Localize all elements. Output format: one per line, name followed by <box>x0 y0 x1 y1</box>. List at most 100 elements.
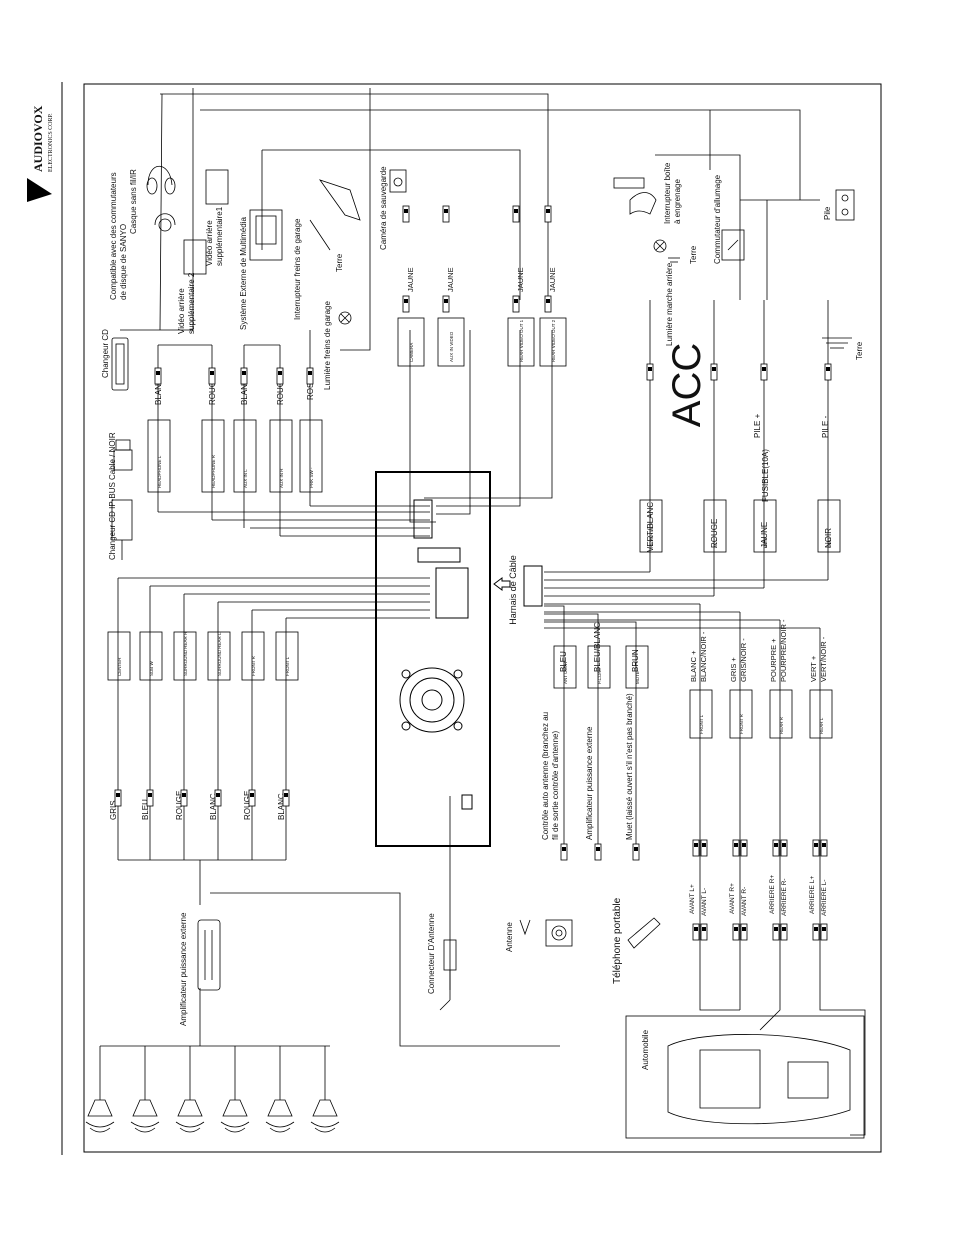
parking-brake-icon <box>309 179 361 251</box>
preout-box-label: FRONT R <box>251 655 256 676</box>
top-connector-box <box>147 419 171 493</box>
power-wire-label: VERT/BLANC <box>646 502 655 552</box>
top-connector-wire: BLANC <box>240 378 249 405</box>
video-connector-plug <box>544 205 552 223</box>
ground-icon <box>668 257 680 263</box>
power-connector-box-label: BATT <box>763 537 768 548</box>
preout-plug <box>248 789 256 807</box>
speaker-plug-tip <box>694 927 698 931</box>
preout-plug <box>282 789 290 807</box>
multimedia-system-icon <box>249 209 283 261</box>
preout-wire-label: ROUGE <box>175 791 184 820</box>
speaker-plug <box>780 839 788 857</box>
speaker-plug <box>732 839 740 857</box>
speaker-plug-tip <box>742 843 746 847</box>
aux-output-wire-label: BLEU/BLANC <box>593 622 602 672</box>
ignition-label: Commutateur d'allumage <box>713 174 722 264</box>
speaker-plug-tip <box>742 927 746 931</box>
battery-minus-label: PILE - <box>821 415 830 438</box>
reverse-light-icon <box>653 239 667 253</box>
aux-output-plug <box>594 843 602 861</box>
brand-sub: ELECTRONICS CORP. <box>48 113 54 172</box>
speaker-box <box>689 689 713 739</box>
preout-plug-tip <box>250 793 254 797</box>
speaker-box <box>809 689 833 739</box>
head-unit <box>375 471 491 847</box>
aux-output-plug-tip <box>634 847 638 851</box>
car-icon <box>625 1015 865 1139</box>
power-wire-plug <box>646 363 654 381</box>
preout-wire-label: BLANC <box>277 793 286 820</box>
amp-ext-label: Amplificateur puissance externe <box>585 726 594 840</box>
sanyo-compat-label: Compatible avec des commutateurs <box>109 172 118 300</box>
wireless-headset-label: Casque sans fil/IR <box>129 169 138 234</box>
power-connector-box-label: ACC <box>713 538 718 548</box>
rear-video2-label: Vidéo arrière <box>177 288 186 334</box>
speaker-plug <box>740 839 748 857</box>
preout-plug-tip <box>148 793 152 797</box>
top-connector-plug <box>208 367 216 385</box>
speaker-wire-minus-label: GRIS/NOIR - <box>739 638 748 682</box>
video-connector-box-label: AUX IN VIDEO <box>449 331 454 362</box>
top-connector-box <box>299 419 323 493</box>
speaker-plug-tip <box>814 843 818 847</box>
speaker-plug <box>820 839 828 857</box>
cable-harness-label: Harnais de Câble <box>508 555 518 625</box>
reverse-switch-label: à engrenage <box>673 179 682 224</box>
speaker-terminal-minus-label: AVANT R- <box>741 887 748 916</box>
top-connector-box-label: PRK SW - <box>309 467 314 488</box>
top-connector-box-label: AUX IN L <box>243 469 248 488</box>
antenna-control-label: fil de sortie contrôle d'antenne) <box>551 731 560 840</box>
speaker-plug <box>772 839 780 857</box>
speaker-plug-tip <box>782 843 786 847</box>
video-connector-plug <box>544 295 552 313</box>
speaker-box <box>769 689 793 739</box>
power-wire-plug-tip <box>712 367 716 371</box>
multimedia-label: Système Externe de Multimédia <box>239 217 248 330</box>
preout-wire-label: ROUGE <box>243 791 252 820</box>
preout-wire-label: GRIS <box>109 800 118 820</box>
video-connector-box-label: REAR VIDEO OUT 2 <box>551 319 556 362</box>
brand-logo: AUDIOVOX ELECTRONICS CORP. <box>27 82 63 1155</box>
power-wire-plug-tip <box>762 367 766 371</box>
preout-plug <box>114 789 122 807</box>
preout-box <box>207 631 231 681</box>
video-connector-plug-tip <box>444 299 448 303</box>
aux-output-box <box>625 645 649 689</box>
preout-box-label: FRONT L <box>285 656 290 676</box>
speaker-plug-tip <box>822 927 826 931</box>
speaker-plug <box>812 839 820 857</box>
power-wire-label: NOIR <box>824 528 833 548</box>
speaker-box-label: FRONT R <box>739 713 744 734</box>
aux-output-box-label: P.CONT <box>597 667 602 684</box>
preout-box <box>241 631 265 681</box>
speaker-plug <box>812 923 820 941</box>
sanyo-compat-label: de disque de SANYO <box>119 224 128 300</box>
cd-changer-plug-icon <box>111 439 133 560</box>
fuse-label: FUSIBLE(10A) <box>761 449 770 502</box>
video-connector-wire: JAUNE <box>516 267 525 292</box>
antenna-connector-label: Connecteur D'Antenne <box>427 913 436 994</box>
speaker-terminal-minus-label: AVANT L- <box>701 888 708 916</box>
video-connector-box <box>507 317 535 367</box>
speaker-plug <box>692 839 700 857</box>
preout-plug <box>214 789 222 807</box>
preout-box-label: SURROUND REAR L <box>217 632 222 676</box>
rear-video1-monitor-icon <box>205 169 229 205</box>
video-connector-plug-tip <box>546 209 550 213</box>
acc-big-label: ACC <box>665 343 709 427</box>
speaker-plug-tip <box>774 927 778 931</box>
backup-camera-label: Caméra de sauvegarde <box>379 166 388 250</box>
video-connector-wire: JAUNE <box>548 267 557 292</box>
battery-icon <box>835 189 855 221</box>
power-connector-box <box>639 499 663 553</box>
video-connector-plug <box>512 205 520 223</box>
speaker-wire-plus-label: POURPRE + <box>769 638 778 682</box>
top-connector-box-label: AUX IN R <box>279 468 284 488</box>
video-connector-wire: JAUNE <box>406 267 415 292</box>
video-connector-plug <box>402 295 410 313</box>
